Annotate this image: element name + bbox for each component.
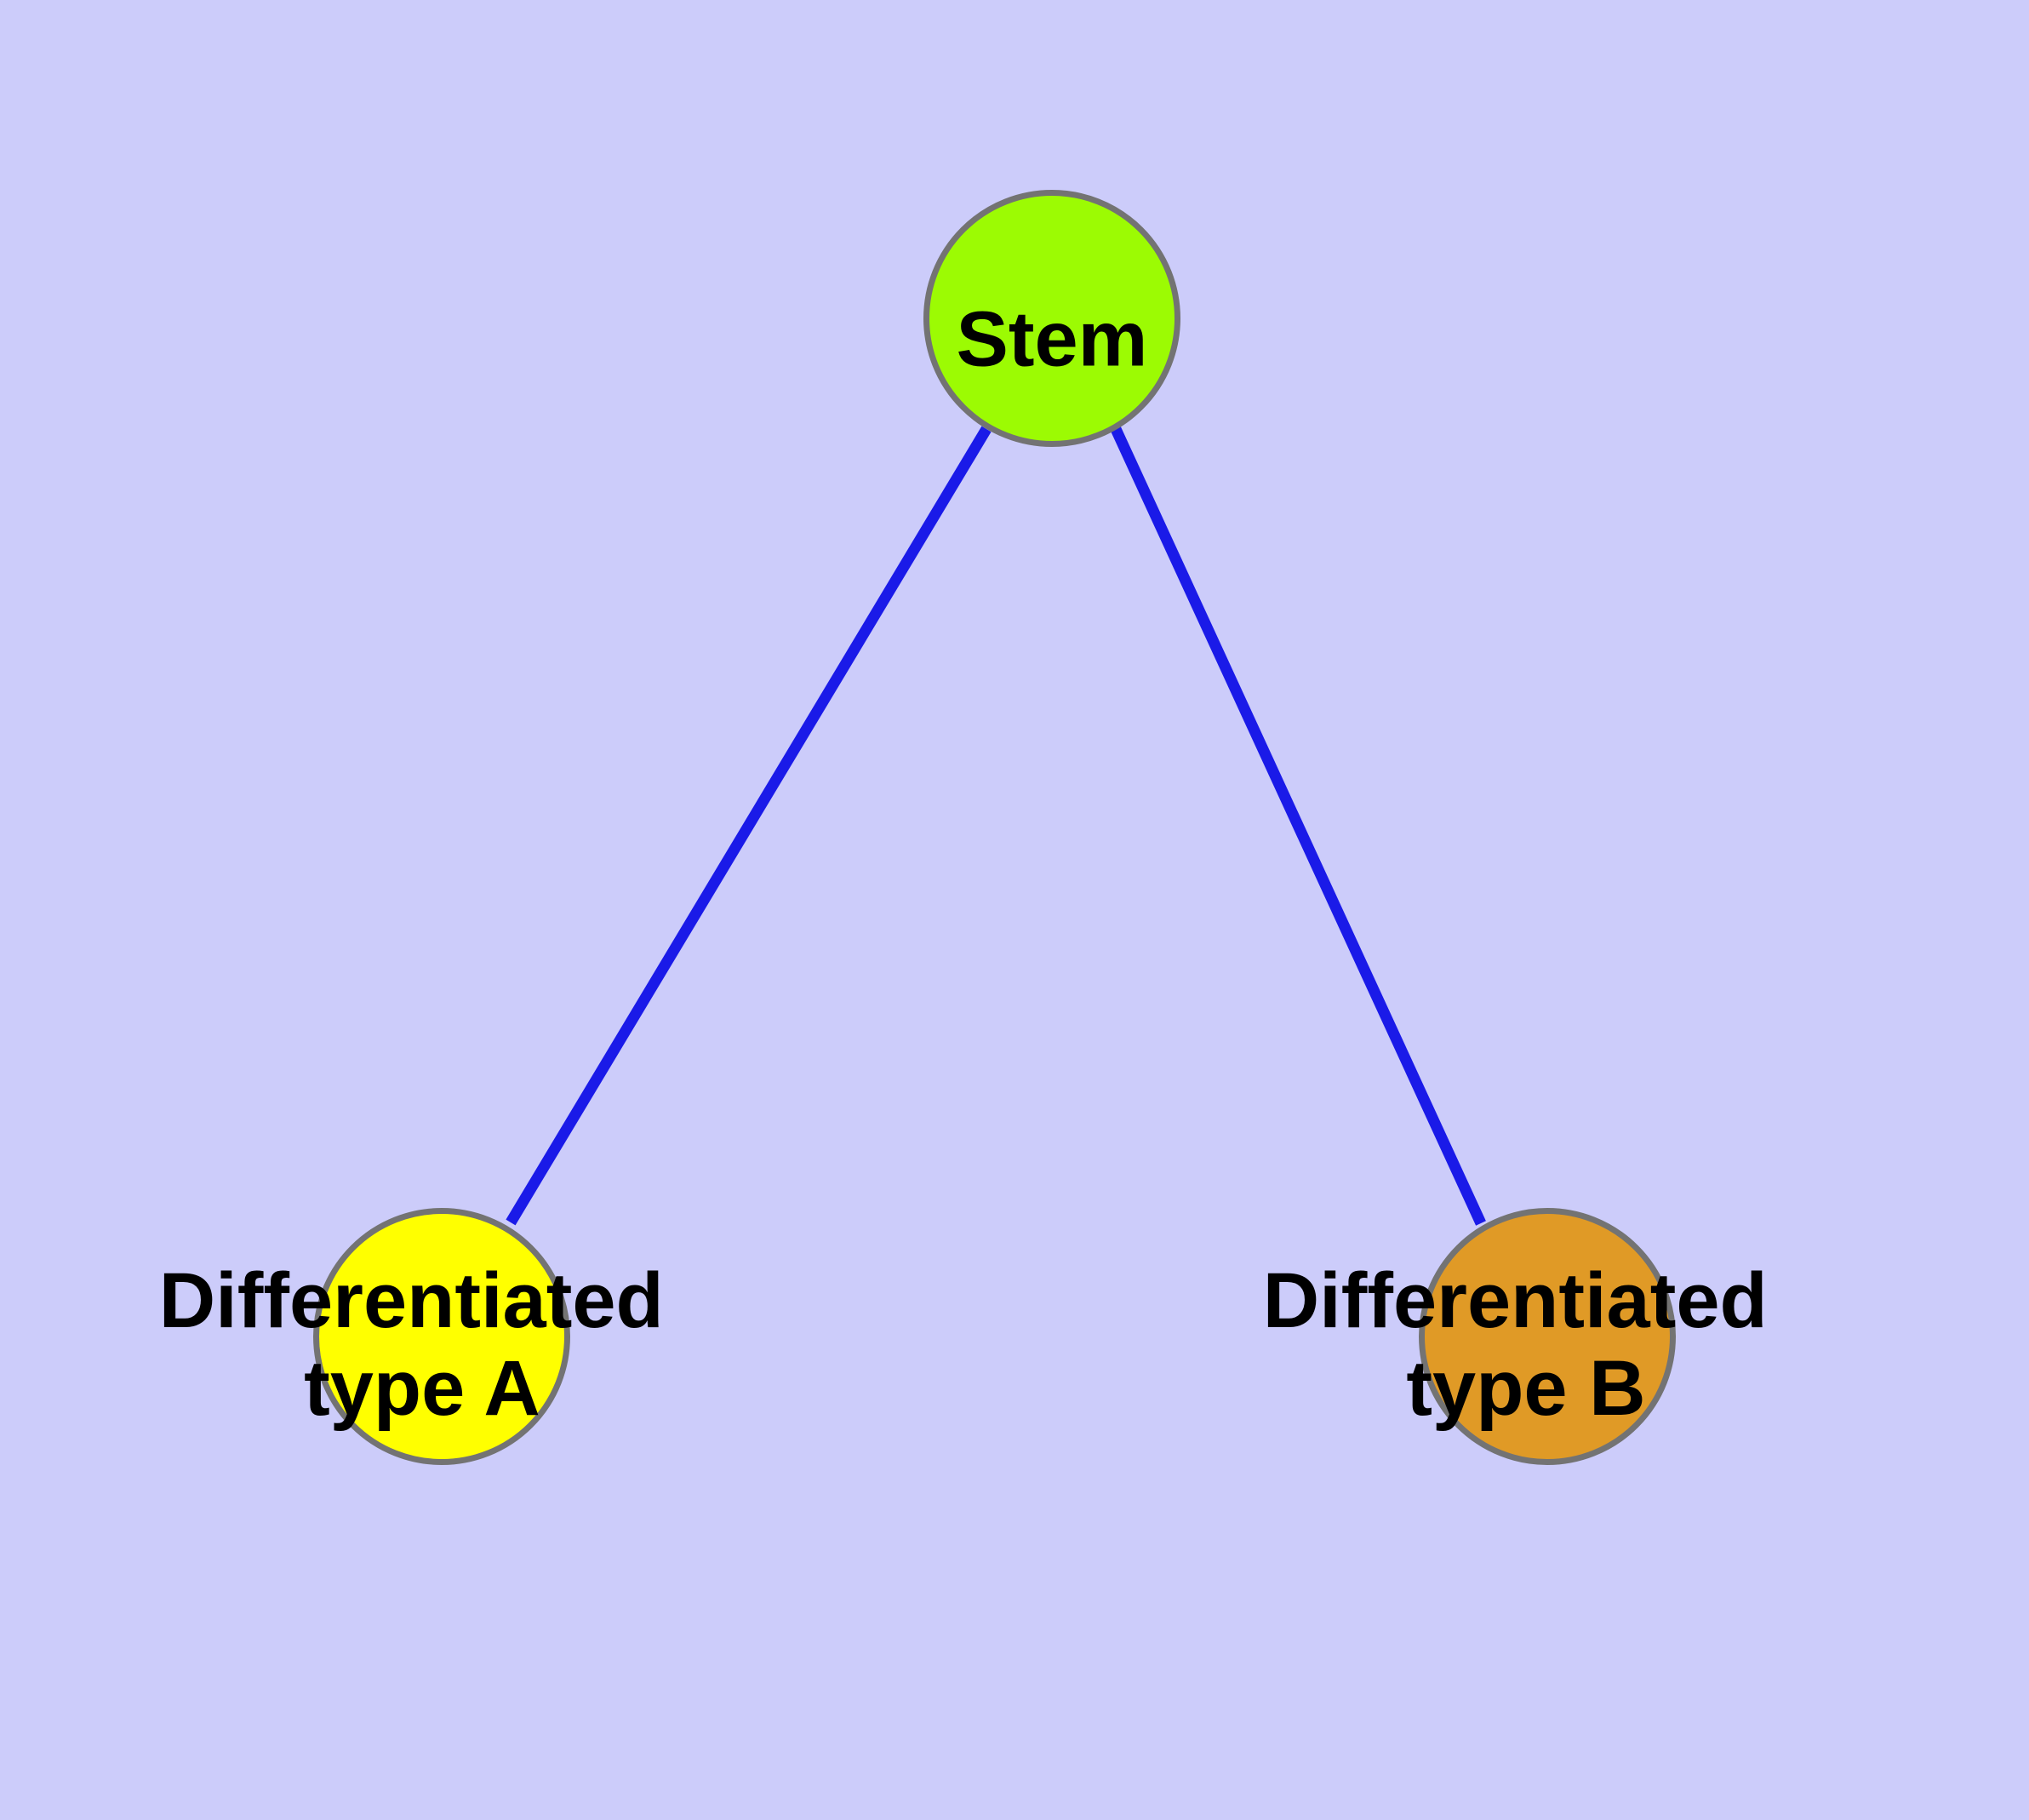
node-stem[interactable]: Stem	[923, 190, 1180, 447]
node-diff-b-label-line-1: Differentiated	[1263, 1257, 1768, 1344]
edge-layer	[506, 426, 1486, 1226]
node-diff-b-circle[interactable]	[1419, 1208, 1676, 1465]
label-layer: Differentiated type A Differentiated typ…	[159, 1257, 1790, 1432]
node-stem-label: Stem	[957, 296, 1148, 383]
node-stem-label-line-1: Stem	[957, 296, 1148, 383]
node-diff-a[interactable]	[313, 1208, 570, 1465]
edge-stem-to-diff-b[interactable]	[1111, 426, 1486, 1226]
node-diff-b[interactable]	[1419, 1208, 1676, 1465]
node-stem-circle[interactable]	[923, 190, 1180, 447]
node-diff-a-label: Differentiated type A	[159, 1257, 686, 1432]
node-diff-a-label-line-1: Differentiated	[159, 1257, 664, 1344]
node-diff-a-label-line-2: type A	[304, 1345, 540, 1432]
node-diff-b-label-line-2: type B	[1406, 1345, 1645, 1432]
node-diff-a-circle[interactable]	[313, 1208, 570, 1465]
node-diff-b-label: Differentiated type B	[1263, 1257, 1790, 1432]
edge-stem-to-diff-a[interactable]	[506, 426, 992, 1226]
